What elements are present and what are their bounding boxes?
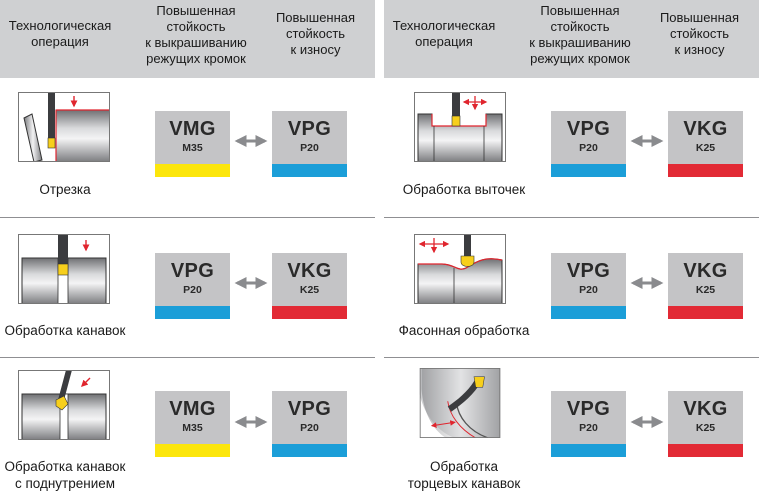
iso-class: P20 [579,142,598,154]
iso-class: P20 [579,284,598,296]
grade-code: VMG [169,398,216,420]
iso-class: K25 [695,142,716,154]
iso-color-bar [155,164,230,177]
double-arrow-icon [234,416,268,428]
face-grooving-icon [419,368,501,438]
header-wear-resistance: Повышенная стойкость к износу [275,10,356,57]
header-chipping-resistance: Повышенная стойкость к выкрашиванию режу… [145,3,247,66]
header-chipping-resistance: Повышенная стойкость к выкрашиванию режу… [529,3,631,66]
iso-class: M35 [182,422,203,434]
operation-label: Обработка канавок с поднутрением [4,459,126,491]
grade-code: VPG [287,398,332,420]
header-wear-resistance: Повышенная стойкость к износу [659,10,740,57]
grade-code: VPG [170,260,215,282]
iso-color-bar [272,164,347,177]
operation-label: Обработка торцевых канавок [407,459,521,491]
grade-code: VKG [683,118,728,140]
table-header: Технологическая операция Повышенная стой… [0,0,375,78]
chipping-grade-card: VPG P20 [155,253,230,319]
wear-grade-card: VKG K25 [272,253,347,319]
chipping-grade-card: VPG P20 [551,111,626,177]
recess-machining-icon [414,92,506,162]
iso-class: K25 [695,422,716,434]
operation-label: Обработка канавок [4,323,126,338]
chipping-grade-card: VPG P20 [551,253,626,319]
iso-color-bar [551,306,626,319]
chipping-grade-card: VPG P20 [551,391,626,457]
table-row: Обработка канавок с поднутрением VMG M35… [0,358,375,498]
header-operation: Технологическая операция [392,18,496,49]
iso-color-bar [272,306,347,319]
grade-code: VMG [169,118,216,140]
iso-color-bar [668,164,743,177]
left-panel: Технологическая операция Повышенная стой… [0,0,375,498]
iso-class: P20 [300,142,319,154]
table-header: Технологическая операция Повышенная стой… [384,0,759,78]
grade-code: VPG [287,118,332,140]
operation-label: Обработка выточек [402,182,526,197]
wear-grade-card: VKG K25 [668,253,743,319]
iso-class: P20 [579,422,598,434]
chipping-grade-card: VMG M35 [155,111,230,177]
row-divider [384,357,759,358]
wear-grade-card: VPG P20 [272,111,347,177]
double-arrow-icon [234,277,268,289]
iso-class: P20 [183,284,202,296]
double-arrow-icon [630,135,664,147]
header-operation: Технологическая операция [8,18,112,49]
double-arrow-icon [630,277,664,289]
grooving-icon [18,234,110,304]
wear-grade-card: VKG K25 [668,111,743,177]
wear-grade-card: VKG K25 [668,391,743,457]
iso-color-bar [155,306,230,319]
double-arrow-icon [630,416,664,428]
table-row: Обработка выточек VPG P20 VKG K25 [384,78,759,218]
operation-label: Отрезка [39,182,91,197]
grade-code: VPG [566,398,611,420]
iso-color-bar [155,444,230,457]
iso-color-bar [551,444,626,457]
profiling-icon [414,234,506,304]
iso-color-bar [272,444,347,457]
iso-class: M35 [182,142,203,154]
row-divider [0,217,375,218]
grade-code: VPG [566,118,611,140]
chipping-grade-card: VMG M35 [155,391,230,457]
wear-grade-card: VPG P20 [272,391,347,457]
grade-code: VKG [287,260,332,282]
grade-code: VKG [683,398,728,420]
parting-off-icon [18,92,110,162]
operation-label: Фасонная обработка [398,323,530,338]
table-row: Отрезка VMG M35 VPG P20 [0,78,375,218]
iso-color-bar [668,444,743,457]
table-row: Обработка торцевых канавок VPG P20 VKG K… [384,358,759,498]
undercut-grooving-icon [18,370,110,440]
grade-code: VPG [566,260,611,282]
double-arrow-icon [234,135,268,147]
iso-class: K25 [695,284,716,296]
row-divider [384,217,759,218]
grade-code: VKG [683,260,728,282]
row-divider [0,357,375,358]
iso-class: K25 [299,284,320,296]
iso-class: P20 [300,422,319,434]
iso-color-bar [668,306,743,319]
iso-color-bar [551,164,626,177]
right-panel: Технологическая операция Повышенная стой… [384,0,759,498]
table-row: Фасонная обработка VPG P20 VKG K25 [384,218,759,358]
table-row: Обработка канавок VPG P20 VKG K25 [0,218,375,358]
